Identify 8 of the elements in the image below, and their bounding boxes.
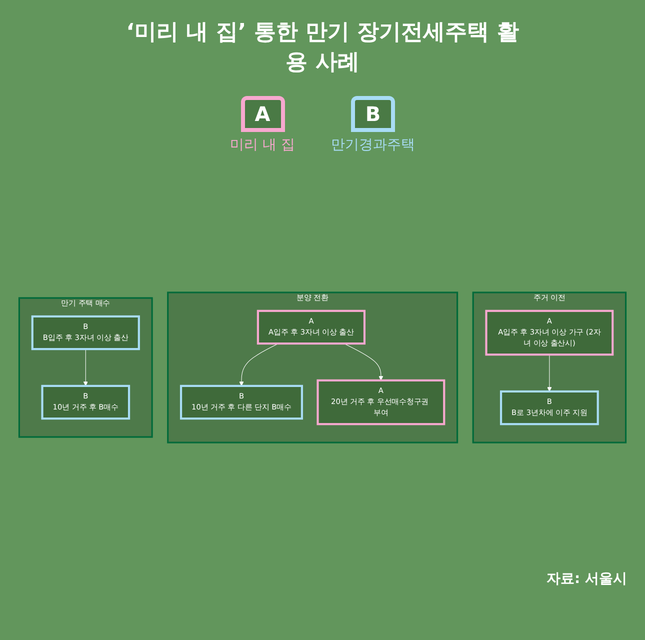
source-note: 자료: 서울시	[546, 570, 627, 588]
house-swatch: A	[240, 96, 284, 132]
arrow	[547, 354, 552, 392]
legend-label: 만기경과주택	[330, 136, 415, 154]
legend-label: 미리 내 집	[230, 136, 295, 154]
house-swatch: B	[350, 96, 395, 132]
arrow	[83, 348, 88, 386]
title: ‘미리 내 집’ 통한 만기 장기전세주택 활용 사례	[125, 19, 520, 77]
